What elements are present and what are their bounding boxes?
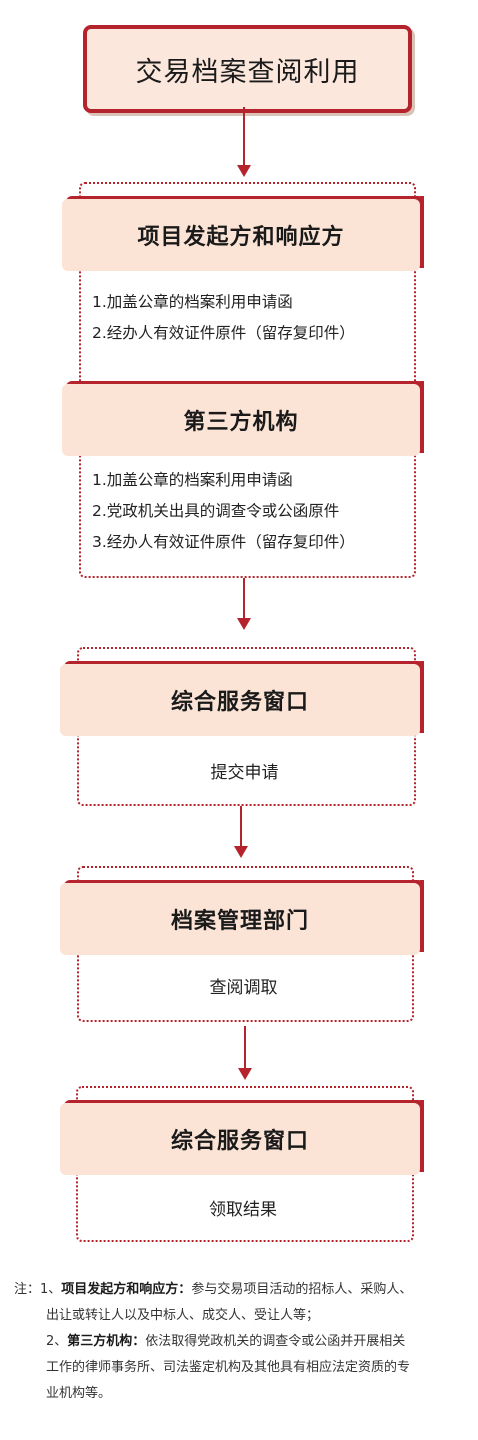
- footnote-text: 出让或转让人以及中标人、成交人、受让人等；: [46, 1308, 320, 1323]
- footnote-term: 第三方机构：: [67, 1334, 146, 1349]
- footnote-term: 项目发起方和响应方：: [61, 1282, 192, 1297]
- footnote-text: 业机构等。: [46, 1386, 112, 1401]
- footnote-1-cont: 出让或转让人以及中标人、成交人、受让人等；: [14, 1303, 474, 1329]
- footnotes: 注：1、项目发起方和响应方：参与交易项目活动的招标人、采购人、 出让或转让人以及…: [14, 1277, 474, 1407]
- flow-title: 交易档案查阅利用: [83, 25, 412, 113]
- footnote-text: 参与交易项目活动的招标人、采购人、: [191, 1282, 413, 1297]
- footnote-number: 2、: [46, 1334, 68, 1349]
- requirement-item: 2.党政机关出具的调查令或公函原件: [92, 502, 340, 520]
- stage-header-third-party: 第三方机构: [62, 381, 424, 456]
- footnote-2-cont-2: 业机构等。: [14, 1381, 474, 1407]
- requirement-item: 3.经办人有效证件原件（留存复印件）: [92, 533, 355, 551]
- step-retrieve-archives: 查阅调取: [209, 978, 278, 998]
- stage-header-service-window: 综合服务窗口: [60, 661, 424, 736]
- stage-header-service-window-result: 综合服务窗口: [60, 1100, 424, 1175]
- stage-header-archives-department: 档案管理部门: [60, 880, 424, 955]
- requirement-item: 1.加盖公章的档案利用申请函: [92, 471, 293, 489]
- stage-header-label: 项目发起方和响应方: [137, 225, 345, 250]
- footnote-1: 注：1、项目发起方和响应方：参与交易项目活动的招标人、采购人、: [14, 1277, 474, 1303]
- step-collect-result: 领取结果: [209, 1200, 277, 1220]
- stage-header-label: 综合服务窗口: [170, 1129, 309, 1154]
- footnote-text: 工作的律师事务所、司法鉴定机构及其他具有相应法定资质的专: [46, 1360, 411, 1375]
- footnote-prefix: 注：: [14, 1282, 41, 1297]
- stage-header-label: 第三方机构: [183, 410, 299, 435]
- footnote-number: 1、: [40, 1282, 62, 1297]
- project-parties-requirements: 1.加盖公章的档案利用申请函 2.经办人有效证件原件（留存复印件）: [92, 287, 355, 349]
- requirement-item: 1.加盖公章的档案利用申请函: [92, 293, 293, 311]
- stage-header-label: 档案管理部门: [170, 909, 309, 934]
- footnote-2: 2、第三方机构：依法取得党政机关的调查令或公函并开展相关: [14, 1329, 474, 1355]
- stage-header-label: 综合服务窗口: [170, 690, 309, 715]
- footnote-2-cont: 工作的律师事务所、司法鉴定机构及其他具有相应法定资质的专: [14, 1355, 474, 1381]
- third-party-requirements: 1.加盖公章的档案利用申请函 2.党政机关出具的调查令或公函原件 3.经办人有效…: [92, 465, 355, 558]
- stage-header-project-parties: 项目发起方和响应方: [62, 196, 424, 271]
- step-submit-application: 提交申请: [210, 763, 279, 783]
- footnote-text: 依法取得党政机关的调查令或公函并开展相关: [145, 1334, 406, 1349]
- requirement-item: 2.经办人有效证件原件（留存复印件）: [92, 324, 355, 342]
